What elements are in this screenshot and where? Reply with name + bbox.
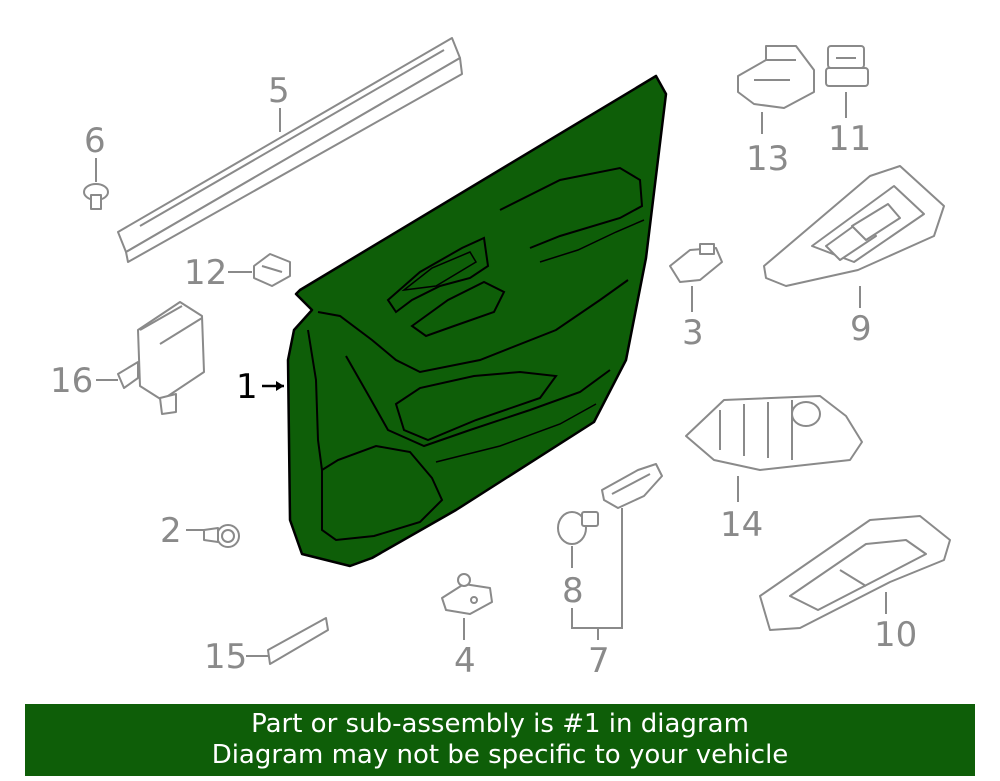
callout-8: 8 [562,571,584,611]
callout-1: 1 [236,367,258,407]
part-7-switch-base[interactable] [601,463,663,509]
part-13-switch[interactable] [737,45,815,109]
part-9-window-switch[interactable] [763,165,945,287]
callout-10: 10 [874,615,917,655]
part-16-module[interactable] [117,301,205,415]
callout-5: 5 [268,71,290,111]
part-3-bracket[interactable] [669,243,723,283]
part-5-molding[interactable] [117,37,463,263]
callout-11: 11 [828,119,871,159]
info-banner: Part or sub-assembly is #1 in diagram Di… [25,704,975,776]
callout-9: 9 [850,309,872,349]
callout-15: 15 [204,637,247,677]
part-14-bezel[interactable] [685,395,863,471]
part-11-switch[interactable] [825,45,869,87]
part-8-bulb[interactable] [557,511,599,545]
part-4-bracket[interactable] [441,573,493,615]
callout-16: 16 [50,361,93,401]
part-1-door-trim-panel[interactable] [286,74,668,568]
banner-line-2: Diagram may not be specific to your vehi… [211,740,789,770]
callout-6: 6 [84,121,106,161]
part-10-switch-plate[interactable] [759,515,951,631]
callout-12: 12 [184,253,227,293]
part-6-screw[interactable] [83,183,109,210]
part-12-clip[interactable] [253,253,291,287]
part-15-pad[interactable] [267,617,329,665]
callout-7: 7 [588,641,610,681]
callout-14: 14 [720,505,763,545]
callout-2: 2 [160,511,182,551]
callout-4: 4 [454,641,476,681]
banner-line-1: Part or sub-assembly is #1 in diagram [251,709,749,739]
callout-3: 3 [682,313,704,353]
callout-13: 13 [746,139,789,179]
part-2-clip[interactable] [203,524,240,548]
